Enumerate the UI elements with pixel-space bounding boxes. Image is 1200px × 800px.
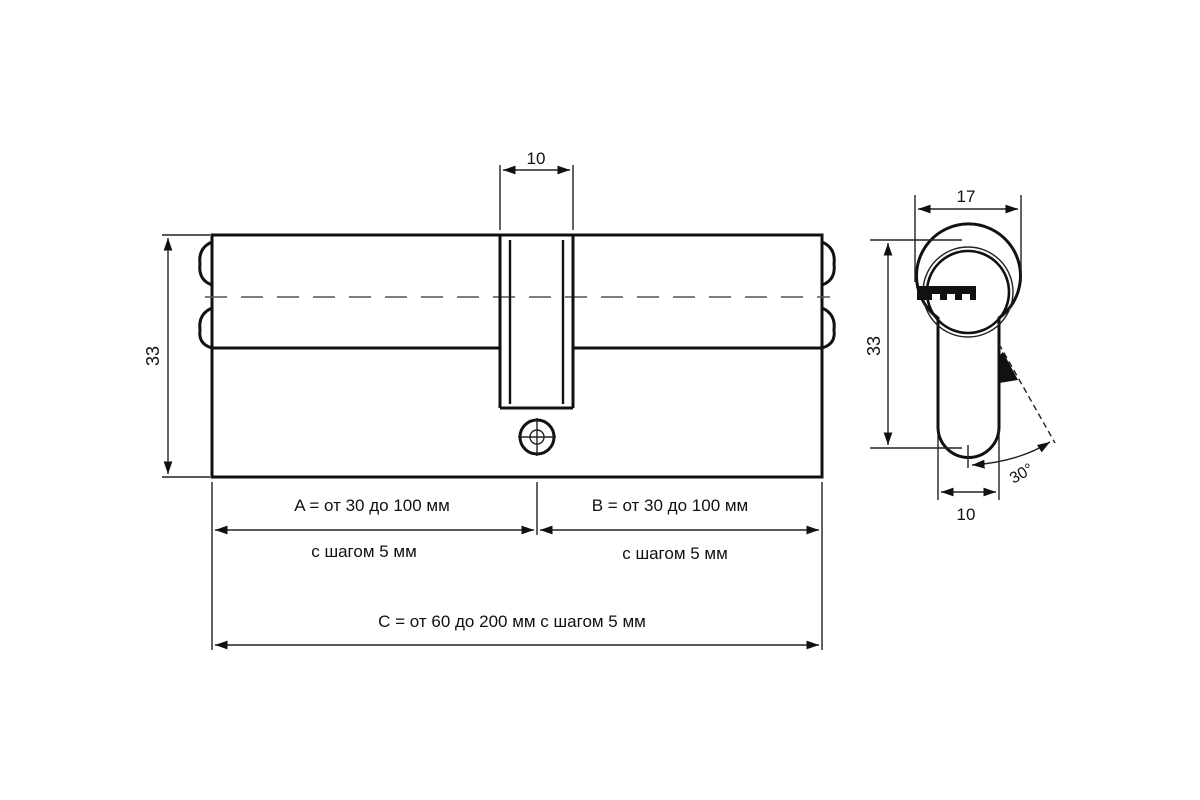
cylinder-side-view: 10 33 A = от 30 до 100 мм с шагом 5 мм B…	[143, 149, 836, 650]
height-label-side: 33	[143, 346, 163, 366]
height-dimension-end: 33	[864, 239, 962, 449]
diameter-label: 17	[957, 187, 976, 206]
total-c-label: С = от 60 до 200 мм с шагом 5 мм	[378, 612, 646, 631]
fixing-screw-hole	[518, 418, 556, 456]
cam-width-dimension: 10	[499, 149, 574, 230]
cam-angle-dimension: 30°	[967, 343, 1056, 488]
bottom-width-label: 10	[957, 505, 976, 524]
cam-slot	[498, 235, 575, 410]
left-end-profile	[198, 240, 213, 350]
part-a-step-label: с шагом 5 мм	[311, 542, 417, 561]
cam-angle-label: 30°	[1007, 461, 1036, 488]
part-dimensions: A = от 30 до 100 мм с шагом 5 мм B = от …	[211, 482, 823, 650]
total-length-dimension: С = от 60 до 200 мм с шагом 5 мм	[215, 612, 819, 650]
bottom-width-dimension: 10	[937, 430, 1000, 524]
part-b-label: B = от 30 до 100 мм	[592, 496, 749, 515]
diameter-dimension: 17	[914, 187, 1022, 282]
height-label-end: 33	[864, 336, 884, 356]
cam-width-label: 10	[527, 149, 546, 168]
end-profile-outline	[915, 222, 1022, 459]
part-a-label: A = от 30 до 100 мм	[294, 496, 450, 515]
right-end-profile	[821, 240, 836, 350]
height-dimension-side: 33	[143, 234, 210, 478]
cylinder-body-outline	[210, 233, 824, 479]
keyway-icon	[917, 286, 976, 300]
part-b-step-label: с шагом 5 мм	[622, 544, 728, 563]
cam-wedge	[999, 352, 1018, 383]
cylinder-end-view: 17 33 10 30°	[864, 187, 1056, 524]
